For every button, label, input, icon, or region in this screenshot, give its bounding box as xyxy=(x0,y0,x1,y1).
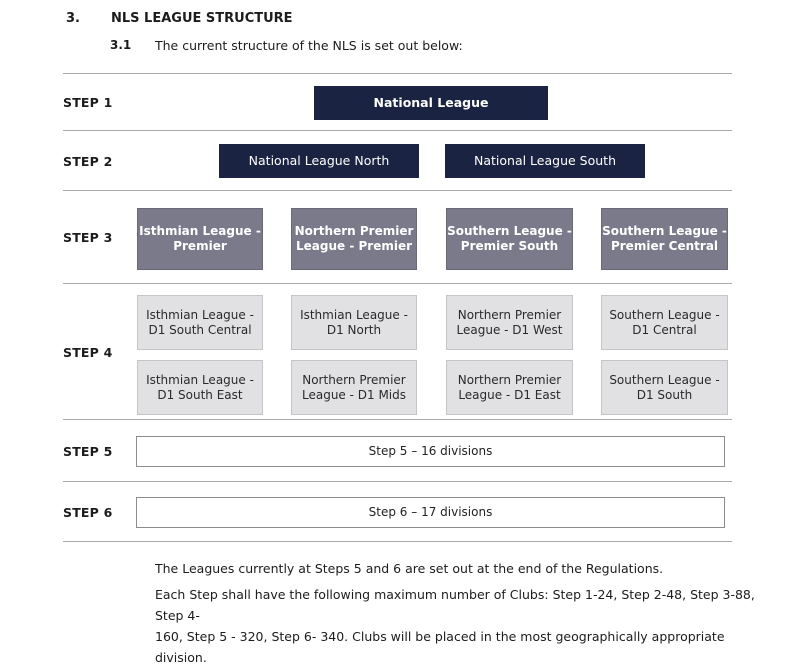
paragraph-line: 160, Step 5 - 320, Step 6- 340. Clubs wi… xyxy=(155,629,725,665)
league-line: Southern League - xyxy=(447,224,572,238)
divider xyxy=(63,283,732,284)
league-box-national-league: National League xyxy=(314,86,548,120)
league-line: Premier Central xyxy=(610,239,719,253)
league-box-step3: Southern League -Premier South xyxy=(446,208,573,270)
league-line: Isthmian League - xyxy=(146,307,254,322)
subsection-text: The current structure of the NLS is set … xyxy=(155,38,463,53)
divider xyxy=(63,73,732,74)
step-4-label: STEP 4 xyxy=(63,345,113,360)
league-line: League - Premier xyxy=(295,239,412,253)
league-line: Northern Premier xyxy=(457,372,562,387)
paragraph-max-clubs: Each Step shall have the following maxim… xyxy=(155,584,755,668)
section-title: NLS LEAGUE STRUCTURE xyxy=(111,11,293,26)
league-box-step3: Southern League -Premier Central xyxy=(601,208,728,270)
league-box-step3: Isthmian League -Premier xyxy=(137,208,263,270)
league-line: Isthmian League - xyxy=(139,224,261,238)
step-1-label: STEP 1 xyxy=(63,95,113,110)
league-line: League - D1 East xyxy=(458,387,561,402)
paragraph-leagues-note: The Leagues currently at Steps 5 and 6 a… xyxy=(155,561,664,576)
league-box-step4: Isthmian League -D1 North xyxy=(291,295,417,350)
league-line: Northern Premier xyxy=(302,372,406,387)
league-line: D1 Central xyxy=(632,322,697,337)
league-line: D1 South East xyxy=(157,387,243,402)
divider xyxy=(63,190,732,191)
league-line: Northern Premier xyxy=(457,307,562,322)
section-number: 3. xyxy=(66,11,80,26)
league-line: D1 South xyxy=(636,387,693,402)
league-box-step4: Southern League -D1 Central xyxy=(601,295,728,350)
paragraph-line: Each Step shall have the following maxim… xyxy=(155,587,755,623)
league-line: League - D1 Mids xyxy=(301,387,407,402)
league-line: League - D1 West xyxy=(456,322,563,337)
league-line: Premier xyxy=(173,239,227,253)
league-box-national-league-south: National League South xyxy=(445,144,645,178)
league-line: Northern Premier xyxy=(294,224,414,238)
league-box-national-league-north: National League North xyxy=(219,144,419,178)
league-line: Isthmian League - xyxy=(146,372,254,387)
step-6-divisions-box: Step 6 – 17 divisions xyxy=(136,497,725,528)
league-box-step4: Isthmian League -D1 South Central xyxy=(137,295,263,350)
divider xyxy=(63,481,732,482)
divider xyxy=(63,419,732,420)
league-box-step4: Isthmian League -D1 South East xyxy=(137,360,263,415)
step-5-divisions-box: Step 5 – 16 divisions xyxy=(136,436,725,467)
step-6-label: STEP 6 xyxy=(63,505,113,520)
step-3-label: STEP 3 xyxy=(63,230,113,245)
league-line: Southern League - xyxy=(602,224,727,238)
step-2-label: STEP 2 xyxy=(63,154,113,169)
divider xyxy=(63,130,732,131)
league-line: Premier South xyxy=(460,239,559,253)
league-line: D1 North xyxy=(326,322,382,337)
league-line: Southern League - xyxy=(609,372,720,387)
divider xyxy=(63,541,732,542)
league-line: D1 South Central xyxy=(148,322,252,337)
league-box-step4: Southern League -D1 South xyxy=(601,360,728,415)
league-line: Southern League - xyxy=(609,307,720,322)
subsection-number: 3.1 xyxy=(110,38,132,52)
league-line: Isthmian League - xyxy=(300,307,408,322)
step-5-label: STEP 5 xyxy=(63,444,113,459)
